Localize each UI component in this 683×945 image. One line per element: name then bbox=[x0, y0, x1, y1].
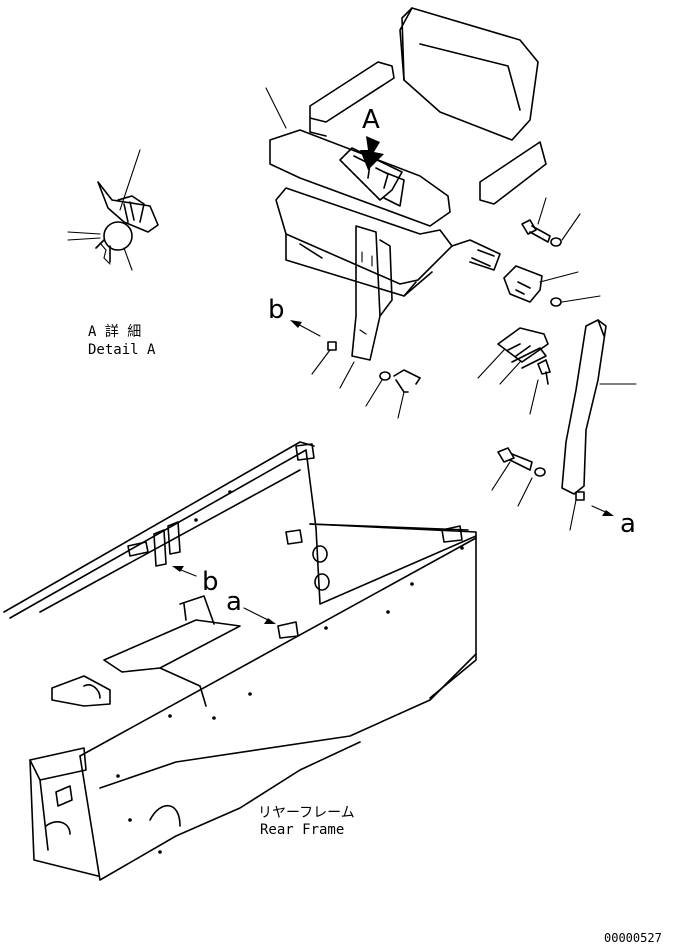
detail-a-jp-label: A 詳 細 bbox=[88, 324, 141, 340]
detail-a-en-label: Detail A bbox=[88, 342, 156, 358]
frame-holes bbox=[116, 490, 464, 854]
ref-b-frame: b bbox=[202, 567, 219, 597]
ref-a-frame: a bbox=[226, 587, 242, 617]
operator-seat bbox=[269, 7, 547, 361]
detail-a-illustration bbox=[67, 149, 159, 271]
rear-frame-en-label: Rear Frame bbox=[260, 822, 344, 838]
ref-b-top: b bbox=[268, 295, 285, 325]
view-arrow-icon bbox=[360, 136, 384, 170]
frame-arrow-b-icon bbox=[172, 566, 197, 577]
rear-frame bbox=[3, 441, 477, 881]
view-marker-a: A bbox=[362, 105, 380, 135]
rear-frame-jp-label: リヤーフレーム bbox=[258, 805, 355, 821]
ref-a-right: a bbox=[620, 509, 636, 539]
frame-arrow-a-icon bbox=[243, 607, 276, 624]
arrow-right-icon bbox=[591, 505, 614, 516]
drawing-number: 00000527 bbox=[604, 931, 662, 945]
arrow-left-icon bbox=[290, 320, 321, 337]
